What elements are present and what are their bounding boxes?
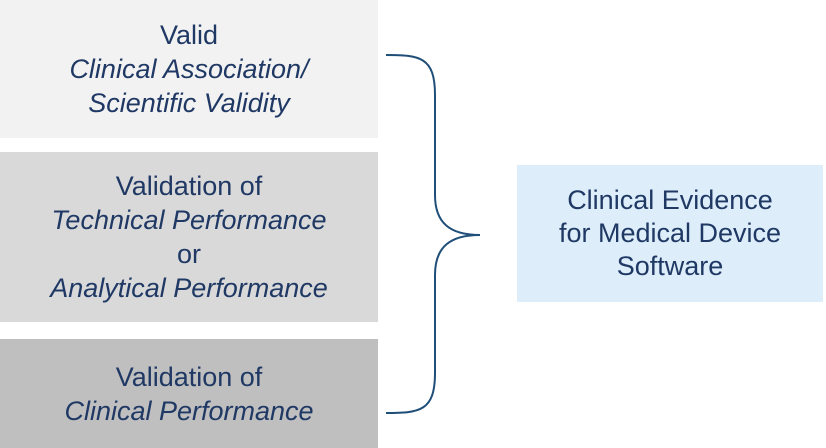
result-line1: Clinical Evidence (567, 185, 773, 215)
box3-line1: Validation of (115, 361, 263, 392)
box2-line3: or (176, 239, 201, 269)
box2-line2: Technical Performance (51, 205, 327, 235)
clinical-evidence-box: Clinical Evidence for Medical Device Sof… (517, 165, 823, 302)
box2-line1: Validation of (115, 171, 263, 201)
box1-line1: Valid (159, 20, 219, 50)
valid-clinical-association-box: Valid Clinical Association/ Scientific V… (0, 0, 378, 138)
box1-line3: Scientific Validity (88, 88, 290, 118)
result-line2: for Medical Device (558, 218, 782, 248)
curly-brace-connector (385, 54, 481, 414)
clinical-performance-box: Validation of Clinical Performance (0, 339, 378, 448)
box3-line2: Clinical Performance (64, 395, 314, 426)
technical-performance-box: Validation of Technical Performance or A… (0, 152, 378, 322)
box1-line2: Clinical Association/ (69, 54, 309, 84)
box2-line4: Analytical Performance (50, 273, 328, 303)
result-line3: Software (616, 251, 724, 281)
